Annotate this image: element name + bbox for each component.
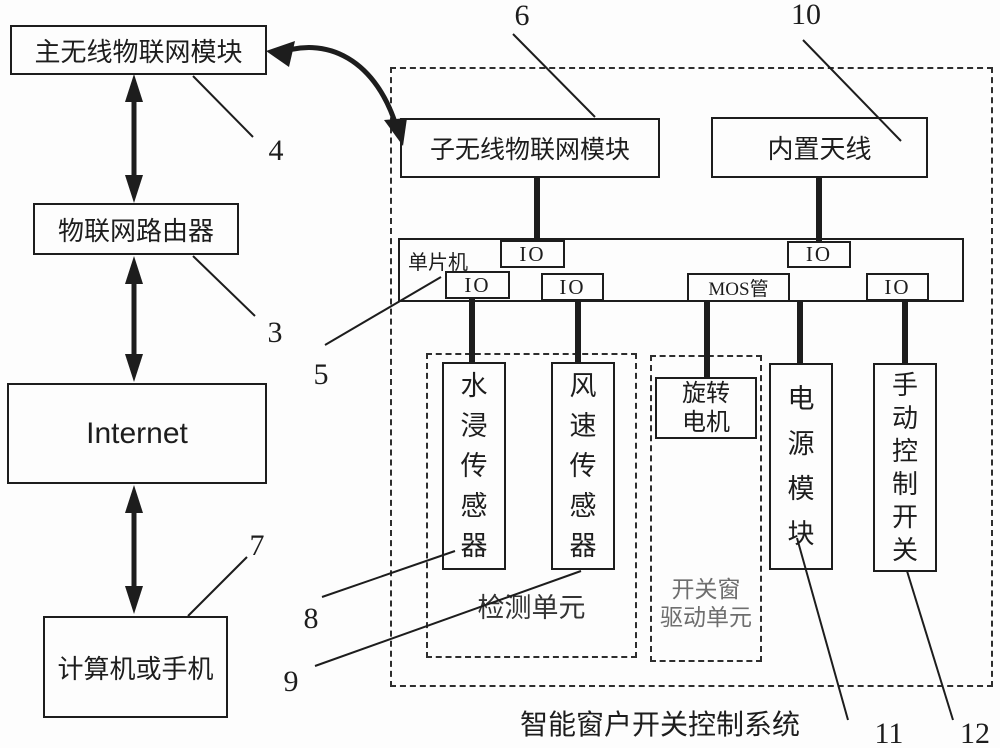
ref-9: 9 <box>283 665 299 698</box>
built-in-antenna-label: 内置天线 <box>767 134 872 164</box>
iot-router-box: 物联网路由器 <box>33 203 239 255</box>
detection-unit-caption: 检测单元 <box>477 593 586 623</box>
io-port-top-right-box: IO <box>787 241 851 268</box>
io-port-top-right-label: IO <box>805 242 833 266</box>
io-port-wind-box: IO <box>541 273 604 301</box>
mos-transistor-label: MOS管 <box>708 279 769 300</box>
built-in-antenna-box: 内置天线 <box>711 117 928 178</box>
iot-router-label: 物联网路由器 <box>57 215 214 246</box>
rotary-motor-box: 旋转电机 <box>655 377 757 439</box>
sub-wireless-iot-module-box: 子无线物联网模块 <box>400 118 660 178</box>
arrowhead-internet-top <box>125 485 143 513</box>
arrowhead-internet-bottom <box>125 354 143 382</box>
internet-label: Internet <box>86 416 188 450</box>
computer-or-phone-box: 计算机或手机 <box>43 616 228 718</box>
main-wireless-iot-module-box: 主无线物联网模块 <box>10 25 267 75</box>
ref-5: 5 <box>313 358 329 391</box>
arrowhead-computer-bottom <box>125 586 143 614</box>
curved-wireless-link <box>273 45 401 133</box>
arrowhead-main-top <box>125 74 143 102</box>
drive-unit-caption-line1: 开关窗 <box>671 576 741 602</box>
system-title: 智能窗户开关控制系统 <box>519 709 800 740</box>
io-port-water-label: IO <box>464 272 491 297</box>
ref-7: 7 <box>249 529 265 562</box>
io-port-wind-label: IO <box>559 274 586 299</box>
ref-6: 6 <box>514 0 530 32</box>
mcu-label: 单片机 <box>408 252 468 274</box>
internet-box: Internet <box>7 383 267 484</box>
io-port-water-box: IO <box>445 271 510 299</box>
leader-4 <box>192 75 254 138</box>
sub-wireless-iot-module-label: 子无线物联网模块 <box>429 136 630 164</box>
io-port-top-left-box: IO <box>500 240 565 268</box>
rotary-motor-label: 旋转电机 <box>681 380 730 436</box>
water-sensor-box: 水浸传感器 <box>442 362 506 570</box>
ref-8: 8 <box>303 602 319 635</box>
system-boundary-dashed-box <box>390 67 993 687</box>
io-port-manual-box: IO <box>866 273 929 301</box>
arrowhead-router-bottom <box>125 175 143 203</box>
io-port-top-left-label: IO <box>519 241 546 266</box>
io-port-manual-label: IO <box>884 274 911 299</box>
ref-11: 11 <box>874 717 904 748</box>
power-module-label: 电源模块 <box>787 383 815 549</box>
computer-or-phone-label: 计算机或手机 <box>57 653 214 684</box>
ref-3: 3 <box>267 316 283 349</box>
arrowhead-router-top <box>125 256 143 284</box>
main-wireless-iot-module-label: 主无线物联网模块 <box>34 36 243 67</box>
water-sensor-label: 水浸传感器 <box>460 371 488 561</box>
drive-unit-caption-line2: 驱动单元 <box>660 604 752 630</box>
leader-3 <box>192 255 256 317</box>
wind-sensor-label: 风速传感器 <box>569 371 597 561</box>
mos-transistor-box: MOS管 <box>687 273 790 302</box>
wind-sensor-box: 风速传感器 <box>551 362 615 570</box>
power-module-box: 电源模块 <box>769 363 833 570</box>
leader-7 <box>187 556 248 617</box>
ref-12: 12 <box>960 717 990 748</box>
manual-switch-label: 手动控制开关 <box>891 369 918 565</box>
manual-switch-box: 手动控制开关 <box>873 363 937 572</box>
ref-4: 4 <box>268 134 284 167</box>
arrowhead-curved-left <box>266 41 295 67</box>
ref-10: 10 <box>791 0 821 31</box>
